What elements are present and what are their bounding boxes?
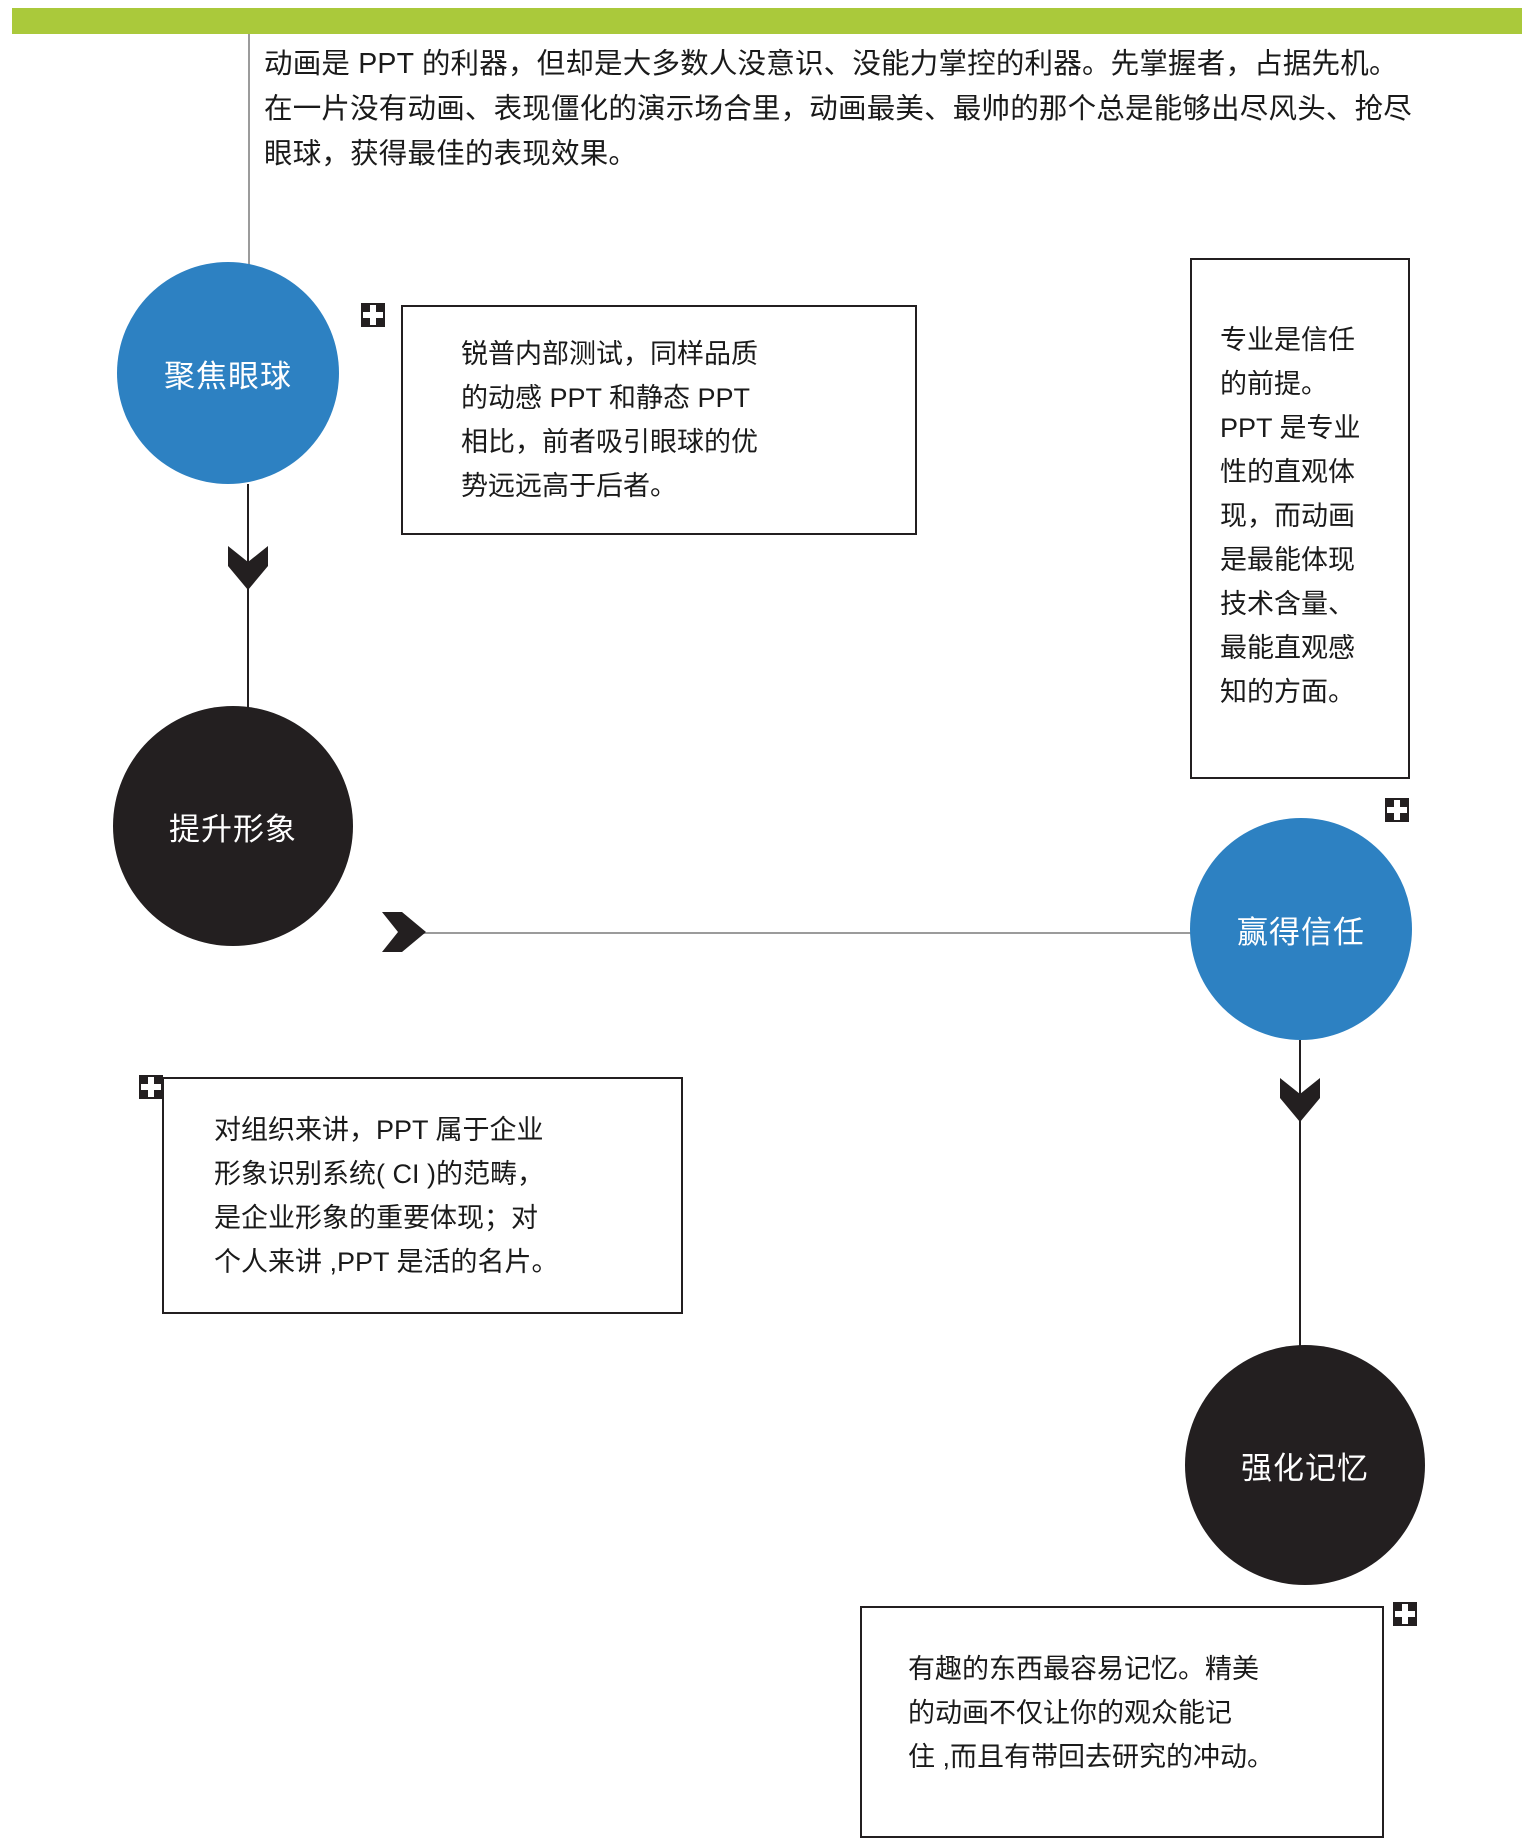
callout-text: 有趣的东西最容易记忆。精美 的动画不仅让你的观众能记 住 ,而且有带回去研究的冲…: [908, 1654, 1275, 1772]
callout-text: 对组织来讲，PPT 属于企业 形象识别系统( CI )的范畴， 是企业形象的重要…: [214, 1114, 559, 1277]
connector-focus-to-image: [247, 484, 249, 710]
node-label: 赢得信任: [1237, 914, 1365, 950]
node-label: 聚焦眼球: [164, 358, 292, 394]
callout-box-memory: 有趣的东西最容易记忆。精美 的动画不仅让你的观众能记 住 ,而且有带回去研究的冲…: [860, 1606, 1384, 1838]
callout-box-image: 对组织来讲，PPT 属于企业 形象识别系统( CI )的范畴， 是企业形象的重要…: [162, 1077, 683, 1314]
plus-marker-icon[interactable]: [1385, 798, 1409, 822]
node-circle-memory[interactable]: 强化记忆: [1185, 1345, 1425, 1585]
callout-box-focus: 锐普内部测试，同样品质 的动感 PPT 和静态 PPT 相比，前者吸引眼球的优 …: [401, 305, 917, 535]
node-label: 提升形象: [169, 811, 297, 847]
plus-marker-icon[interactable]: [1393, 1602, 1417, 1626]
node-circle-focus[interactable]: 聚焦眼球: [117, 262, 339, 484]
callout-box-trust: 专业是信任 的前提。 PPT 是专业 性的直观体 现，而动画 是最能体现 技术含…: [1190, 258, 1410, 779]
accent-bar: [12, 8, 1522, 34]
callout-text: 专业是信任 的前提。 PPT 是专业 性的直观体 现，而动画 是最能体现 技术含…: [1220, 324, 1361, 707]
node-circle-image[interactable]: 提升形象: [113, 706, 353, 946]
plus-marker-icon[interactable]: [139, 1075, 163, 1099]
plus-marker-icon[interactable]: [361, 303, 385, 327]
node-label: 强化记忆: [1241, 1450, 1369, 1486]
callout-text: 锐普内部测试，同样品质 的动感 PPT 和静态 PPT 相比，前者吸引眼球的优 …: [461, 339, 758, 501]
connector-trust-to-memory: [1299, 1040, 1301, 1350]
intro-vertical-rule: [248, 34, 250, 304]
intro-paragraph: 动画是 PPT 的利器，但却是大多数人没意识、没能力掌控的利器。先掌握者，占据先…: [264, 48, 1413, 170]
connector-image-to-trust: [420, 932, 1215, 934]
node-circle-trust[interactable]: 赢得信任: [1190, 818, 1412, 1040]
